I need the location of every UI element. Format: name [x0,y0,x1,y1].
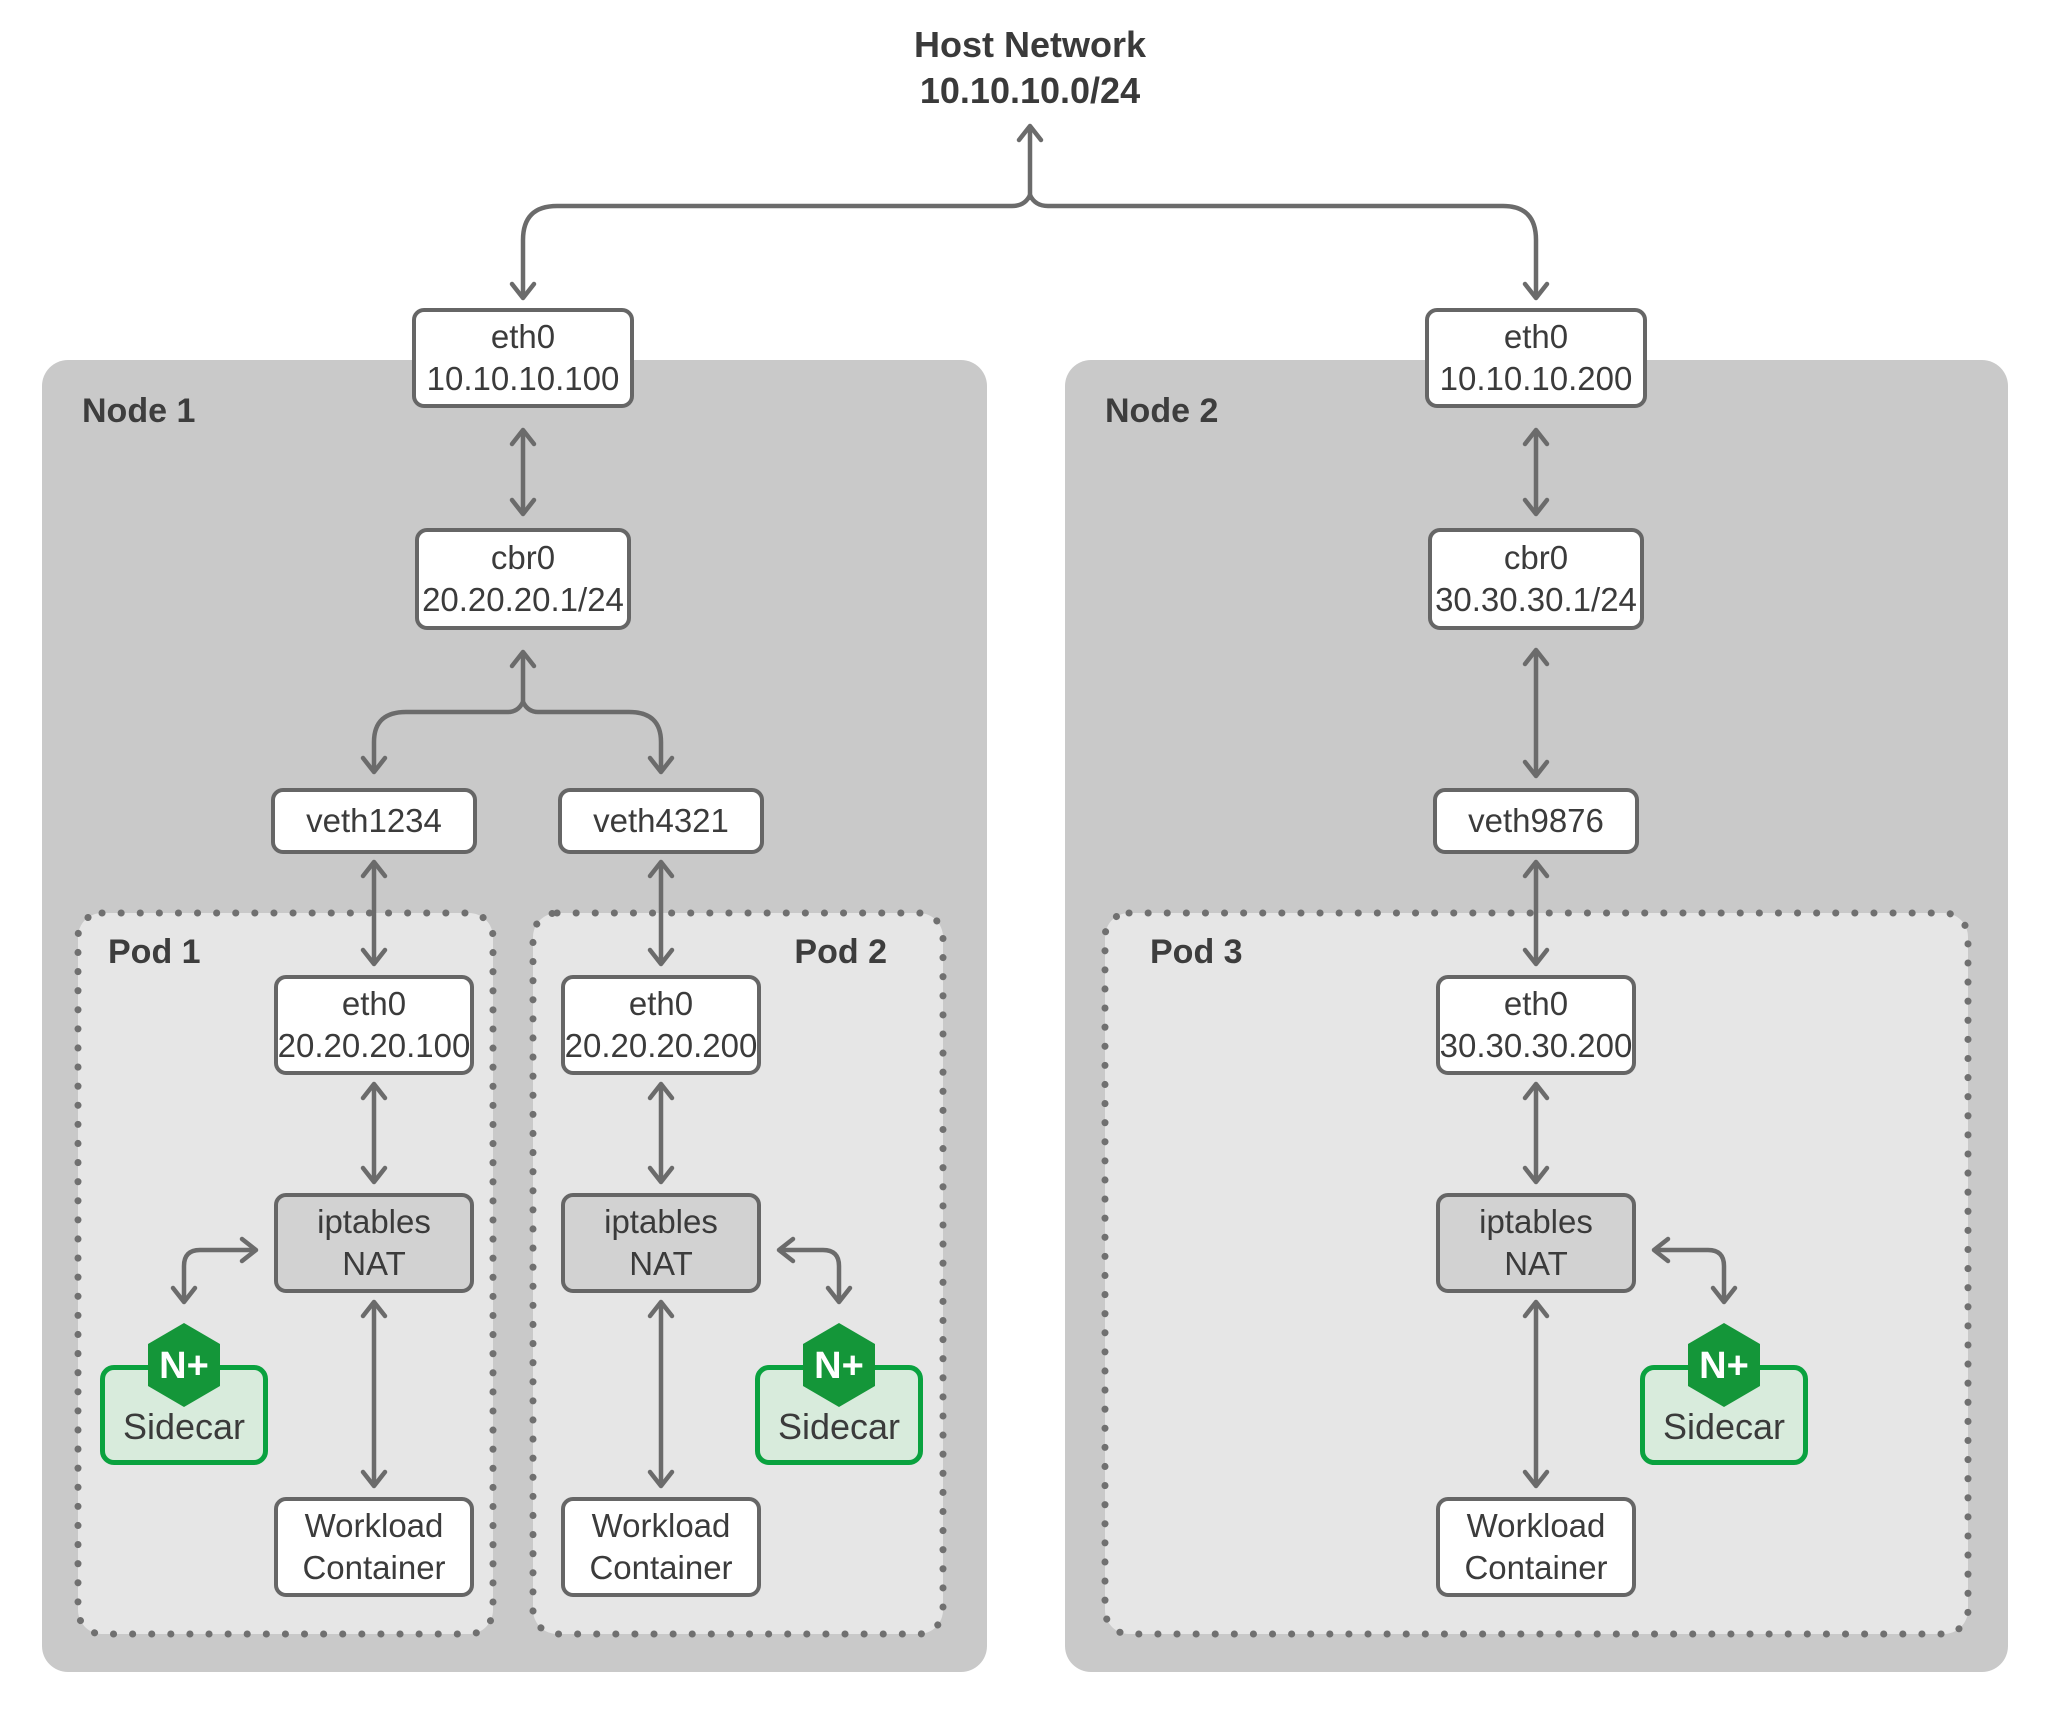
pod2-sidecar-box: Sidecar [755,1365,923,1465]
node1-eth0-ip: 10.10.10.100 [426,360,620,397]
pod2-nat-line2: NAT [629,1245,693,1282]
veth1234-label: veth1234 [306,802,442,839]
node2-cbr0-ip: 30.30.30.1/24 [1435,581,1637,618]
node2-eth0-box: eth0 10.10.10.200 [1425,308,1647,408]
pod1-workload-box: Workload Container [274,1497,474,1597]
node2-eth0-ip: 10.10.10.200 [1439,360,1633,397]
pod2-workload-box: Workload Container [561,1497,761,1597]
pod2-eth0-ip: 20.20.20.200 [564,1027,758,1064]
pod3-eth0-name: eth0 [1503,985,1569,1022]
node2-veth9876-box: veth9876 [1433,788,1639,854]
pod1-eth0-name: eth0 [341,985,407,1022]
node2-eth0-name: eth0 [1503,318,1569,355]
pod1-eth0-box: eth0 20.20.20.100 [274,975,474,1075]
pod3-workload-line2: Container [1464,1549,1608,1586]
pod3-iptables-nat-box: iptables NAT [1436,1193,1636,1293]
hexagon-shape [148,1323,220,1407]
pod2-workload-line1: Workload [591,1507,731,1544]
veth9876-label: veth9876 [1468,802,1604,839]
pod2-nginx-plus-text: N+ [814,1345,864,1387]
arrow-pod3-sidecar-nat [1651,1236,1738,1305]
pod2-nat-line1: iptables [604,1203,718,1240]
node1-cbr0-box: cbr0 20.20.20.1/24 [415,528,631,630]
pod1-label: Pod 1 [108,933,201,971]
arrow-node1-fork-branches [360,696,675,775]
arrows [170,123,1738,1489]
pod3-nat-line2: NAT [1504,1245,1568,1282]
pod1-nginx-plus-icon: N+ [148,1323,220,1407]
pod3-nginx-plus-icon: N+ [1688,1323,1760,1407]
pod1-workload-line2: Container [302,1549,446,1586]
pod2-eth0-box: eth0 20.20.20.200 [561,975,761,1075]
pod1-nginx-plus-text: N+ [159,1345,209,1387]
pod3-label: Pod 3 [1150,933,1243,971]
pod1-nat-line1: iptables [317,1203,431,1240]
hexagon-shape [803,1323,875,1407]
node2-label: Node 2 [1105,392,1219,430]
veth4321-label: veth4321 [593,802,729,839]
pod3-eth0-box: eth0 30.30.30.200 [1436,975,1636,1075]
pod2-label: Pod 2 [794,933,887,971]
node2-cbr0-name: cbr0 [1503,539,1569,576]
node1-cbr0-name: cbr0 [490,539,556,576]
node1-eth0-name: eth0 [490,318,556,355]
pod1-nat-line2: NAT [342,1245,406,1282]
pod2-sidecar-label: Sidecar [777,1406,901,1447]
node1-label: Node 1 [82,392,196,430]
hexagon-shape [1688,1323,1760,1407]
pod2-eth0-name: eth0 [628,985,694,1022]
node1-cbr0-ip: 20.20.20.1/24 [422,581,624,618]
node1-veth4321-box: veth4321 [558,788,764,854]
host-network-subnet: 10.10.10.0/24 [919,70,1141,111]
pod1-workload-line1: Workload [304,1507,444,1544]
arrow-pod1-sidecar-nat [170,1236,259,1305]
node1-veth1234-box: veth1234 [271,788,477,854]
pod1-sidecar-label: Sidecar [122,1406,246,1447]
pod3-sidecar-label: Sidecar [1662,1406,1786,1447]
pod1-eth0-ip: 20.20.20.100 [277,1027,471,1064]
pod3-workload-line1: Workload [1466,1507,1606,1544]
pod3-nginx-plus-text: N+ [1699,1345,1749,1387]
pod2-iptables-nat-box: iptables NAT [561,1193,761,1293]
arrow-pod2-sidecar-nat [776,1236,853,1305]
host-network-title-line1: Host Network [913,24,1147,65]
pod2-nginx-plus-icon: N+ [803,1323,875,1407]
arrow-host-branches [509,189,1550,301]
pod1-iptables-nat-box: iptables NAT [274,1193,474,1293]
pod3-nat-line1: iptables [1479,1203,1593,1240]
host-network-title: Host Network 10.10.10.0/24 [530,22,1530,114]
node2-cbr0-box: cbr0 30.30.30.1/24 [1428,528,1644,630]
pod3-workload-box: Workload Container [1436,1497,1636,1597]
pod3-eth0-ip: 30.30.30.200 [1439,1027,1633,1064]
pod2-workload-line2: Container [589,1549,733,1586]
node1-eth0-box: eth0 10.10.10.100 [412,308,634,408]
